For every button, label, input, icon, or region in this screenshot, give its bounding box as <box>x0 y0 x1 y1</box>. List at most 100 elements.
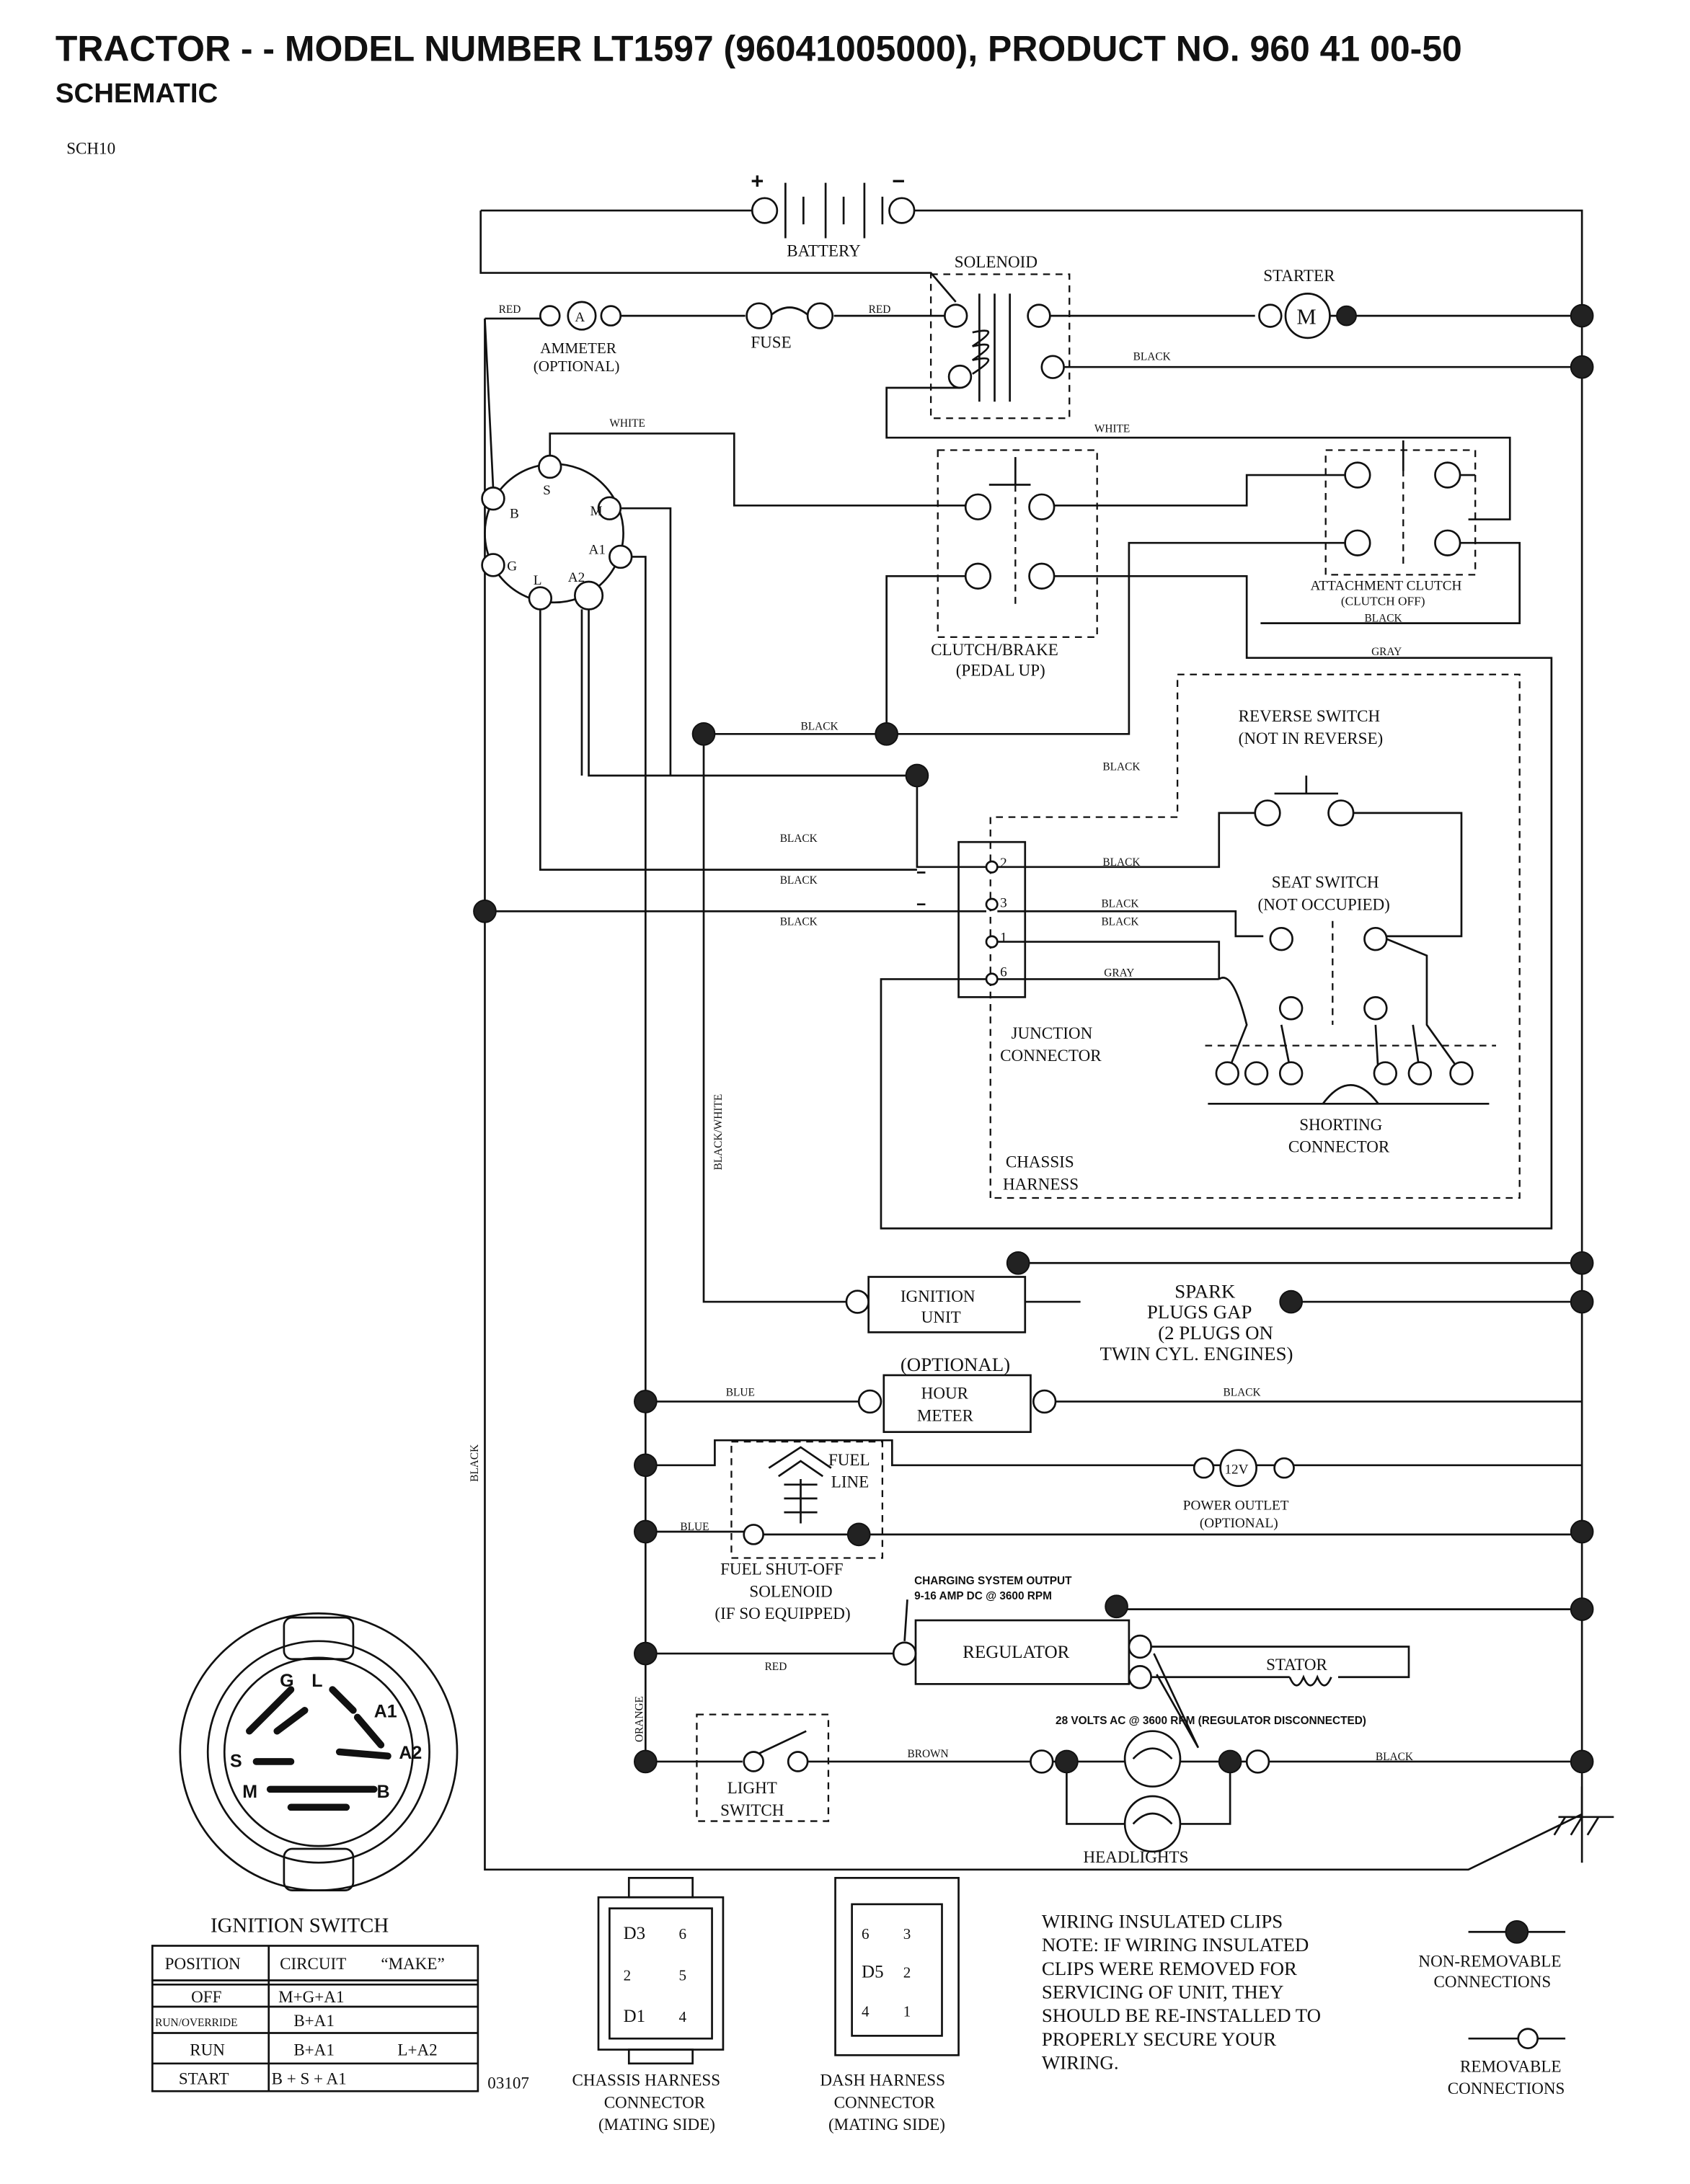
label-wire-labels-16: BLACK/WHITE <box>712 1094 725 1171</box>
label-components-spark-3: (2 PLUGS ON <box>1158 1322 1273 1344</box>
label-components-hour-1: HOUR <box>921 1384 969 1403</box>
label-chassis-connector-label-3: (MATING SIDE) <box>598 2115 715 2134</box>
label-ignition-switch-table-rows-2-position: RUN <box>190 2040 225 2059</box>
label-notes-lines-2: CLIPS WERE REMOVED FOR <box>1042 1958 1297 1979</box>
label-wire-labels-22: ORANGE <box>633 1696 645 1742</box>
label-notes-lines-4: SHOULD BE RE-INSTALLED TO <box>1042 2005 1321 2026</box>
label-components-ign-terms-6: B <box>510 507 519 522</box>
label-components-starter-symbol: M <box>1296 305 1316 329</box>
label-dash-connector-label-1: DASH HARNESS <box>820 2071 945 2090</box>
label-components-ignition-unit-1: IGNITION <box>901 1287 975 1305</box>
label-components-spark-1: SPARK <box>1174 1280 1236 1302</box>
label-components-attachment-clutch-sub: (CLUTCH OFF) <box>1341 595 1425 608</box>
label-wire-labels-15: GRAY <box>1104 967 1134 980</box>
label-components-ign-terms-0: S <box>543 483 551 498</box>
label-ignition-switch-face-labels-6: B <box>377 1782 390 1802</box>
label-ignition-switch-table-rows-2-circuit: B+A1 <box>293 2040 335 2059</box>
headlight-icon <box>1123 1730 1182 1788</box>
label-ignition-switch-table-headers-0: POSITION <box>165 1954 241 1973</box>
label-wire-labels-6: GRAY <box>1371 646 1402 658</box>
label-wire-labels-21: RED <box>765 1661 787 1673</box>
label-components-light-1: LIGHT <box>727 1778 777 1797</box>
label-notes-lines-3: SERVICING OF UNIT, THEY <box>1042 1981 1284 2002</box>
label-components-ign-terms-1: M <box>590 504 602 519</box>
label-components-ign-terms-2: A1 <box>589 543 606 558</box>
label-components-reverse-switch: REVERSE SWITCH <box>1239 706 1381 725</box>
label-ignition-switch-table-rows-0-position: OFF <box>191 1987 221 2006</box>
label-wire-labels-24: BLACK <box>1376 1751 1413 1763</box>
label-legend-removable-2: CONNECTIONS <box>1448 2079 1565 2098</box>
label-components-fuel-sol-1: FUEL SHUT-OFF <box>720 1560 844 1579</box>
label-chassis-connector-pins-1: 6 <box>678 1925 686 1943</box>
label-wire-labels-14: BLACK <box>1101 915 1138 928</box>
label-legend-non-removable-2: CONNECTIONS <box>1434 1972 1552 1991</box>
label-ignition-switch-face-labels-4: S <box>230 1752 242 1772</box>
label-ignition-switch-table-rows-1-circuit: B+A1 <box>293 2011 335 2030</box>
label-wire-labels-7: BLACK <box>801 721 839 733</box>
label-components-fuel-sol-2: SOLENOID <box>749 1581 832 1600</box>
label-ignition-switch-face-labels-0: G <box>280 1671 293 1691</box>
page-title: TRACTOR - - MODEL NUMBER LT1597 (9604100… <box>56 29 1462 69</box>
label-components-minus: − <box>892 168 905 193</box>
label-components-spark-4: TWIN CYL. ENGINES) <box>1100 1343 1293 1364</box>
label-components-outlet-2: (OPTIONAL) <box>1200 1516 1278 1531</box>
label-wire-labels-1: RED <box>869 303 891 316</box>
label-components-outlet-1: POWER OUTLET <box>1183 1498 1289 1513</box>
label-dash-connector-label-3: (MATING SIDE) <box>828 2115 945 2134</box>
label-components-shorting: SHORTING <box>1299 1115 1382 1134</box>
label-ignition-switch-table-rows-3-position: START <box>179 2069 229 2088</box>
label-legend-removable-1: REMOVABLE <box>1460 2056 1561 2075</box>
headlight-icon <box>1123 1795 1182 1853</box>
label-components-hour-opt: (OPTIONAL) <box>901 1354 1010 1375</box>
label-components-fuel-line-1: FUEL <box>828 1450 870 1469</box>
label-components-solenoid: SOLENOID <box>955 252 1038 271</box>
label-chassis-connector-pins-3: 5 <box>678 1967 686 1984</box>
label-components-hour-2: METER <box>917 1406 974 1424</box>
label-wire-labels-13: BLACK <box>1101 898 1138 910</box>
label-components-fuse: FUSE <box>751 332 791 351</box>
label-wire-labels-23: BROWN <box>907 1748 948 1760</box>
non-removable-connections <box>473 303 1594 1774</box>
label-components-headlights: HEADLIGHTS <box>1083 1847 1188 1866</box>
label-wire-labels-12: BLACK <box>1102 856 1140 869</box>
power-outlet-icon <box>1219 1449 1257 1487</box>
ground-icon <box>1553 1786 1614 1836</box>
label-ignition-switch-table-headers-1: CIRCUIT <box>280 1954 346 1973</box>
ammeter-icon <box>567 301 597 331</box>
label-ignition-switch-table-rows-0-circuit: M+G+A1 <box>278 1987 344 2006</box>
label-wire-labels-4: WHITE <box>1094 422 1130 435</box>
label-components-ignition-unit-2: UNIT <box>921 1308 961 1326</box>
label-components-ammeter: AMMETER <box>540 339 617 357</box>
label-components-attachment-clutch: ATTACHMENT CLUTCH <box>1311 579 1462 594</box>
label-dash-connector-label-2: CONNECTOR <box>834 2092 936 2111</box>
label-wire-labels-19: BLACK <box>1224 1387 1261 1399</box>
label-ignition-switch-table-rows-3-circuit: B + S + A1 <box>272 2069 347 2088</box>
label-wire-labels-9: BLACK <box>780 833 818 845</box>
label-components-starter: STARTER <box>1263 266 1335 285</box>
label-components-pins-3: 6 <box>1000 965 1007 980</box>
label-components-pins-1: 3 <box>1000 896 1007 911</box>
label-components-charging-1: CHARGING SYSTEM OUTPUT <box>914 1575 1072 1587</box>
label-components-fuel-sol-3: (IF SO EQUIPPED) <box>715 1604 850 1623</box>
label-notes-lines-0: WIRING INSULATED CLIPS <box>1042 1911 1283 1932</box>
label-components-junction: JUNCTION <box>1012 1024 1093 1042</box>
battery-label: BATTERY <box>787 241 861 259</box>
label-ignition-switch-face-labels-3: A2 <box>399 1743 422 1763</box>
label-components-spark-2: PLUGS GAP <box>1147 1301 1252 1323</box>
label-ignition-switch-face-labels-2: A1 <box>374 1701 397 1721</box>
sheet-code: SCH10 <box>66 138 115 157</box>
label-components-plus: + <box>751 168 764 193</box>
label-components-harness: HARNESS <box>1003 1174 1079 1193</box>
label-components-ammeter-symbol: A <box>575 310 585 325</box>
label-components-outlet-symbol: 12V <box>1224 1462 1248 1477</box>
label-legend-non-removable-1: NON-REMOVABLE <box>1418 1951 1561 1970</box>
label-ignition-switch-table-rows-1-position: RUN/OVERRIDE <box>155 2017 237 2029</box>
label-dash-connector-pins-1: 3 <box>903 1925 911 1943</box>
label-components-charging-2: 9-16 AMP DC @ 3600 RPM <box>914 1590 1052 1602</box>
junction-connector <box>957 840 1027 998</box>
label-components-pins-0: 2 <box>1000 856 1007 871</box>
label-components-volts-note: 28 VOLTS AC @ 3600 RPM (REGULATOR DISCON… <box>1056 1715 1366 1727</box>
